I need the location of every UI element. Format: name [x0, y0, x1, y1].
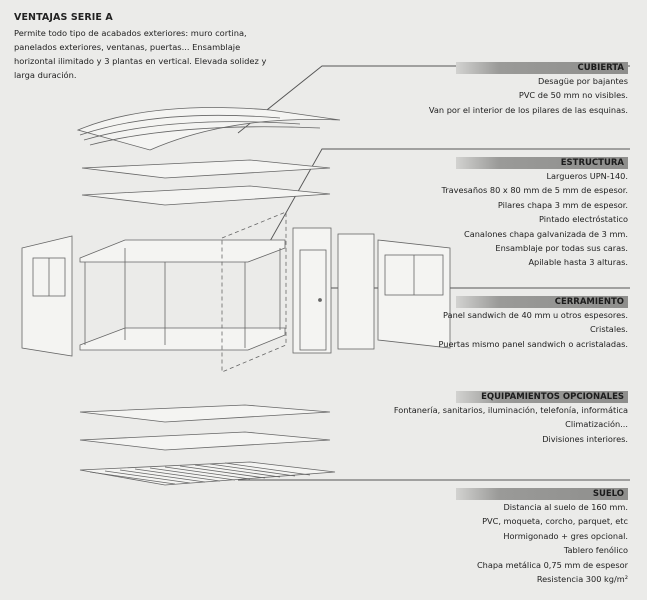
section-line: Desagüe por bajantes: [537, 76, 628, 86]
section-line: Travesaños 80 x 80 mm de 5 mm de espesor…: [441, 185, 628, 196]
intro-text: Permite todo tipo de acabados exteriores…: [14, 28, 267, 80]
section-line: Hormigonado + gres opcional.: [503, 530, 628, 541]
section-line: Pilares chapa 3 mm de espesor.: [497, 199, 628, 210]
roof-layer-1: [81, 159, 331, 179]
section-line: Apilable hasta 3 alturas.: [528, 257, 628, 268]
section-line: Fontanería, sanitarios, iluminación, tel…: [393, 405, 628, 415]
floor-layer-2: [79, 431, 331, 451]
roof-layer-2: [81, 185, 331, 206]
section-suelo: SUELO Distancia al suelo de 160 mm. PVC,…: [456, 481, 628, 586]
section-line: Divisiones interiores.: [542, 433, 628, 444]
section-line: Resistencia 300 kg/m²: [536, 574, 628, 585]
section-title: EQUIPAMIENTOS OPCIONALES: [456, 391, 628, 403]
section-line: PVC de 50 mm no visibles.: [518, 90, 628, 101]
section-line: PVC, moqueta, corcho, parquet, etc: [482, 516, 628, 527]
section-line: Canalones chapa galvanizada de 3 mm.: [464, 228, 628, 239]
intro-block: VENTAJAS SERIE A Permite todo tipo de ac…: [14, 12, 284, 82]
section-title: SUELO: [456, 488, 628, 500]
section-title: CERRAMIENTO: [456, 296, 628, 308]
intro-title: VENTAJAS SERIE A: [14, 12, 113, 23]
section-line: Chapa metálica 0,75 mm de espesor: [476, 559, 628, 570]
section-line: Puertas mismo panel sandwich o acristala…: [438, 338, 628, 349]
leader-estructura: [264, 148, 630, 251]
floor-layer-1: [79, 404, 331, 423]
section-cubierta: CUBIERTA Desagüe por bajantes PVC de 50 …: [429, 55, 628, 117]
section-equipamientos: EQUIPAMIENTOS OPCIONALES Fontanería, san…: [394, 384, 628, 446]
section-line: Climatización...: [565, 419, 628, 430]
structure-frame: [79, 239, 286, 263]
section-line: Ensamblaje por todas sus caras.: [495, 243, 628, 254]
section-line: Pintado electróstatico: [538, 214, 628, 225]
section-line: Distancia al suelo de 160 mm.: [503, 502, 628, 512]
section-line: Tablero fenólico: [563, 545, 628, 556]
section-title: CUBIERTA: [456, 62, 628, 74]
roof-panel: [76, 107, 341, 151]
section-estructura: ESTRUCTURA Largueros UPN-140. Travesaños…: [441, 150, 628, 270]
section-title: ESTRUCTURA: [456, 157, 628, 169]
section-line: Largueros UPN-140.: [546, 171, 628, 181]
section-line: Van por el interior de los pilares de la…: [428, 104, 628, 115]
wall-panel: [337, 233, 375, 350]
dashed-panel: [221, 211, 287, 373]
door-panel: [292, 227, 332, 354]
section-line: Panel sandwich de 40 mm u otros espesore…: [442, 310, 628, 320]
section-line: Cristales.: [589, 324, 628, 335]
section-cerramiento: CERRAMIENTO Panel sandwich de 40 mm u ot…: [439, 289, 628, 351]
